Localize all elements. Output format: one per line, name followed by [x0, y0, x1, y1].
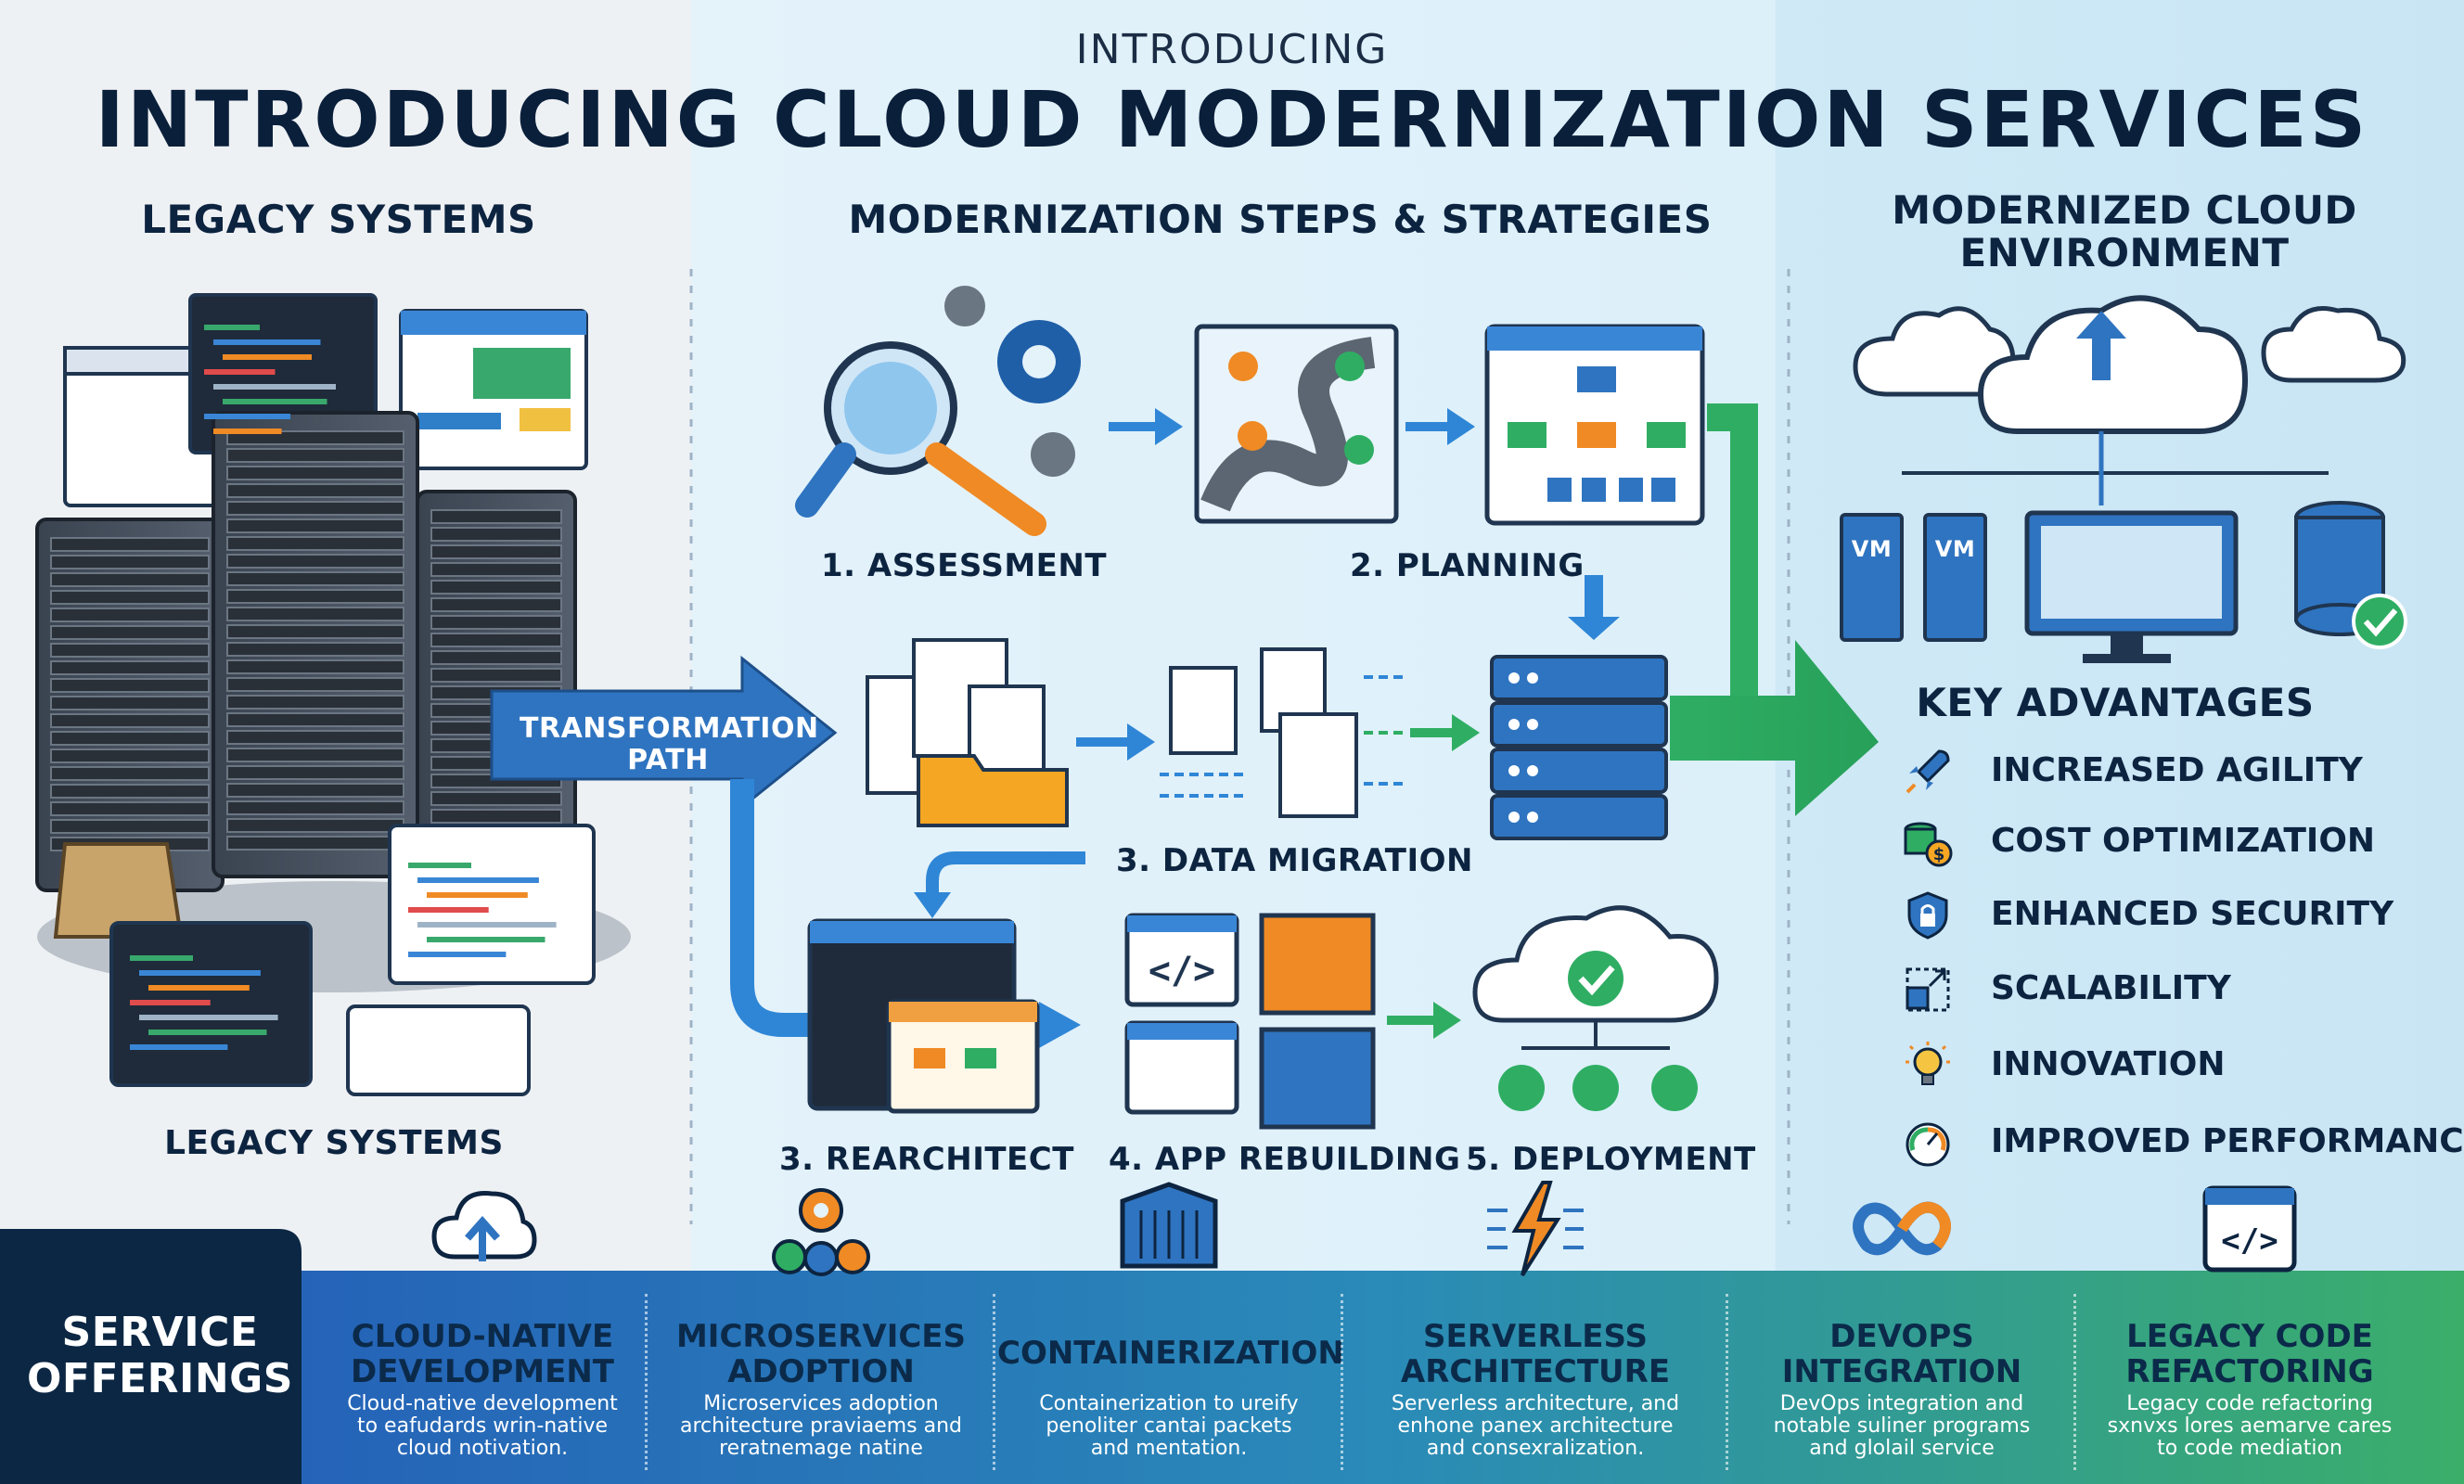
arrow-migration-2	[1410, 714, 1480, 751]
svg-text:$: $	[1933, 845, 1945, 864]
arrow-assessment-planning	[1109, 408, 1183, 445]
step-rearchitect-label: 3. REARCHITECT	[779, 1141, 1074, 1178]
advantage-label: IMPROVED PERFORMANCE	[1991, 1122, 2464, 1160]
offering-separator	[1341, 1294, 1343, 1470]
cloud-column-heading-line2: ENVIRONMENT	[1959, 230, 2290, 275]
arrow-planning-down	[1568, 575, 1620, 640]
offering-separator	[993, 1294, 995, 1470]
container-icon	[1120, 1182, 1218, 1269]
vm-label-1: VM	[1851, 536, 1893, 562]
advantage-item-performance: IMPROVED PERFORMANCE	[1902, 1113, 2464, 1169]
step-deployment-label: 5. DEPLOYMENT	[1466, 1141, 1756, 1178]
transformation-path-arrow	[490, 655, 1081, 1048]
app-rebuild-icon: </>	[1124, 913, 1376, 1130]
deployment-cloud-icon	[1472, 905, 1719, 1111]
key-advantages-title: KEY ADVANTAGES	[1916, 680, 2315, 725]
code-window-icon: </>	[2202, 1185, 2297, 1273]
legacy-servers-illustration	[35, 293, 631, 1096]
gauge-icon	[1906, 1122, 1950, 1167]
lightning-icon	[1487, 1181, 1584, 1277]
database-server-icon	[1490, 655, 1668, 840]
advantage-label: ENHANCED SECURITY	[1991, 895, 2394, 933]
advantage-label: INNOVATION	[1991, 1045, 2226, 1083]
advantage-item-agility: INCREASED AGILITY	[1902, 742, 2440, 798]
legacy-systems-bottom-label: LEGACY SYSTEMS	[164, 1124, 504, 1162]
advantage-item-cost: $ COST OPTIMIZATION	[1902, 812, 2440, 868]
offering-containerization: CONTAINERIZATION Containerization to ure…	[997, 1182, 1344, 1484]
scale-arrows-icon	[1906, 967, 1950, 1012]
offering-title: CONTAINERIZATION	[997, 1335, 1344, 1372]
magnifier-gears-icon	[795, 286, 1081, 536]
service-offerings-label-2: OFFERINGS	[27, 1355, 293, 1402]
offerings-band	[302, 1271, 2464, 1484]
lightbulb-icon	[1906, 1042, 1950, 1085]
files-transfer-icon	[1160, 647, 1405, 818]
roadmap-icon	[1194, 324, 1399, 524]
arrow-map-flowchart	[1405, 408, 1475, 445]
step-app-rebuilding-label: 4. APP REBUILDING	[1109, 1141, 1461, 1178]
page-title: INTRODUCING CLOUD MODERNIZATION SERVICES	[95, 74, 2369, 165]
header-eyebrow: INTRODUCING	[1075, 26, 1389, 73]
legacy-column-heading: LEGACY SYSTEMS	[141, 197, 536, 242]
cloud-environment-illustration	[1840, 295, 2407, 663]
gears-icon	[772, 1188, 870, 1276]
rearchitect-windows-icon	[807, 918, 1040, 1114]
coins-icon: $	[1904, 822, 1953, 867]
advantage-item-security: ENHANCED SECURITY	[1902, 886, 2440, 941]
advantage-item-scalability: SCALABILITY	[1902, 960, 2440, 1016]
offering-separator	[1726, 1294, 1728, 1470]
documents-folder-icon	[866, 638, 1069, 827]
shield-lock-icon	[1907, 891, 1948, 940]
arrow-rebuild-deploy	[1387, 1002, 1461, 1039]
green-flow-arrow	[1670, 403, 1879, 816]
offering-separator	[645, 1294, 648, 1470]
advantage-label: SCALABILITY	[1991, 969, 2231, 1007]
step-data-migration-label: 3. DATA MIGRATION	[1116, 842, 1473, 879]
infinity-loop-icon	[1853, 1201, 1951, 1256]
cloud-upload-icon	[431, 1191, 537, 1261]
arrow-return-placeholder	[932, 839, 1099, 895]
advantage-item-innovation: INNOVATION	[1902, 1036, 2440, 1092]
step-planning-label: 2. PLANNING	[1350, 547, 1585, 584]
advantage-label: INCREASED AGILITY	[1991, 751, 2363, 789]
offering-separator	[2073, 1294, 2076, 1470]
service-offerings-tab	[0, 1229, 302, 1484]
svg-text:</>: </>	[2221, 1222, 2278, 1260]
vm-label-2: VM	[1934, 536, 1976, 562]
steps-column-heading: MODERNIZATION STEPS & STRATEGIES	[848, 197, 1713, 242]
rocket-icon	[1906, 749, 1950, 794]
advantage-label: COST OPTIMIZATION	[1991, 822, 2376, 860]
flowchart-window-icon	[1484, 324, 1705, 526]
transformation-path-label-1: TRANSFORMATION	[520, 712, 819, 745]
step-assessment-label: 1. ASSESSMENT	[821, 547, 1108, 584]
transformation-path-label-2: PATH	[627, 744, 709, 776]
service-offerings-label-1: SERVICE	[61, 1309, 259, 1356]
cloud-column-heading-line1: MODERNIZED CLOUD	[1892, 187, 2357, 233]
arrow-migration-1	[1076, 723, 1155, 761]
svg-text:</>: </>	[1149, 950, 1215, 992]
